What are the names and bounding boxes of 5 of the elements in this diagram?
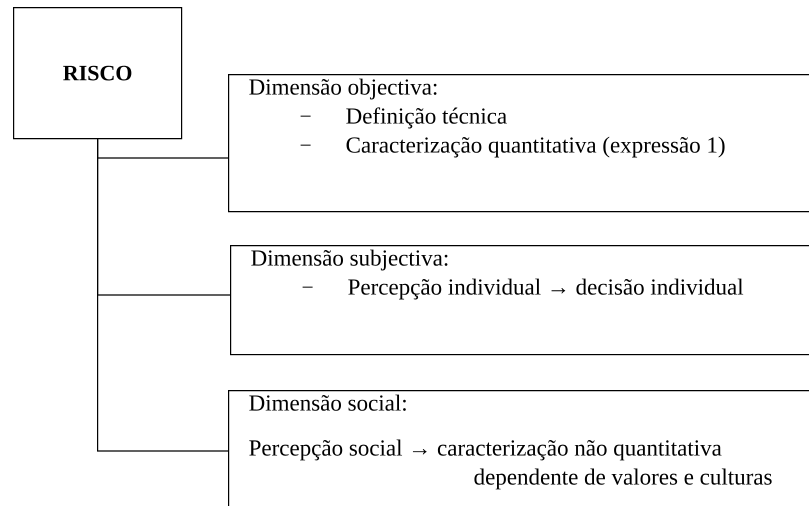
dimension-box: Dimensão objectiva: Definição técnica Caracterização quantitativa (expressão 1) (228, 74, 809, 212)
connector-line (97, 139, 228, 452)
title-box: RISCO (13, 7, 182, 140)
dimension-box: Dimensão social: Percepção social → caracterização não quantitativa dependente de valores e culturas (228, 390, 809, 506)
dimension-box: Dimensão subjectiva: Percepção individual → decisão individual (230, 245, 809, 356)
